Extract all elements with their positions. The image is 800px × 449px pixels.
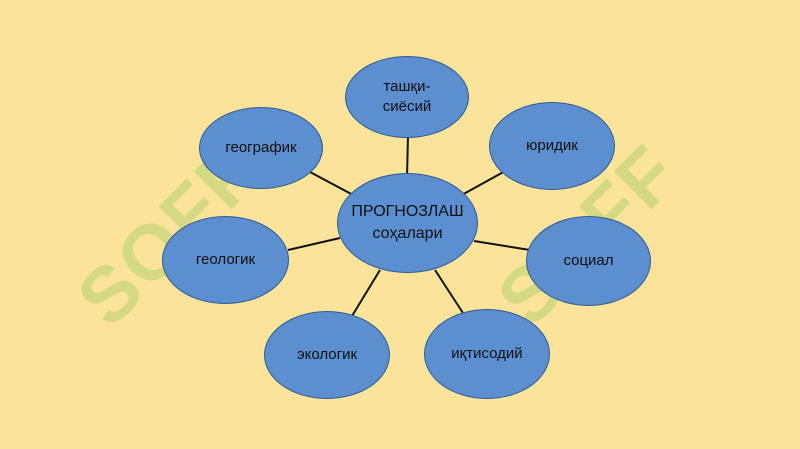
- node-bottom-right: иқтисодий: [424, 309, 550, 399]
- node-top: ташқи- сиёсий: [345, 56, 469, 138]
- connector-top-left: [309, 171, 356, 197]
- node-center-line1: ПРОГНОЗЛАШ: [351, 203, 464, 220]
- node-top-left-label: географик: [225, 139, 297, 156]
- node-right-label: социал: [563, 252, 614, 269]
- connector-right: [473, 240, 531, 251]
- node-top-line2: сиёсий: [382, 98, 432, 115]
- connector-top: [406, 134, 409, 179]
- connector-top-right: [459, 169, 508, 197]
- connector-bottom-right: [434, 269, 464, 314]
- node-top-line1: ташқи-: [383, 78, 431, 95]
- node-top-right: юридик: [489, 102, 615, 190]
- node-center: ПРОГНОЗЛАШ соҳалари: [337, 173, 478, 273]
- node-center-line2: соҳалари: [372, 225, 443, 242]
- node-bottom-right-label: иқтисодий: [451, 345, 523, 362]
- node-right: социал: [526, 216, 651, 306]
- connector-bottom-left: [351, 269, 381, 317]
- node-bottom-left: экологик: [264, 311, 390, 399]
- connector-left: [287, 237, 341, 251]
- node-top-right-label: юридик: [526, 137, 578, 154]
- node-left-label: геологик: [195, 251, 256, 268]
- node-bottom-left-label: экологик: [296, 346, 358, 363]
- node-left: геологик: [162, 216, 289, 304]
- node-top-left: географик: [199, 107, 323, 189]
